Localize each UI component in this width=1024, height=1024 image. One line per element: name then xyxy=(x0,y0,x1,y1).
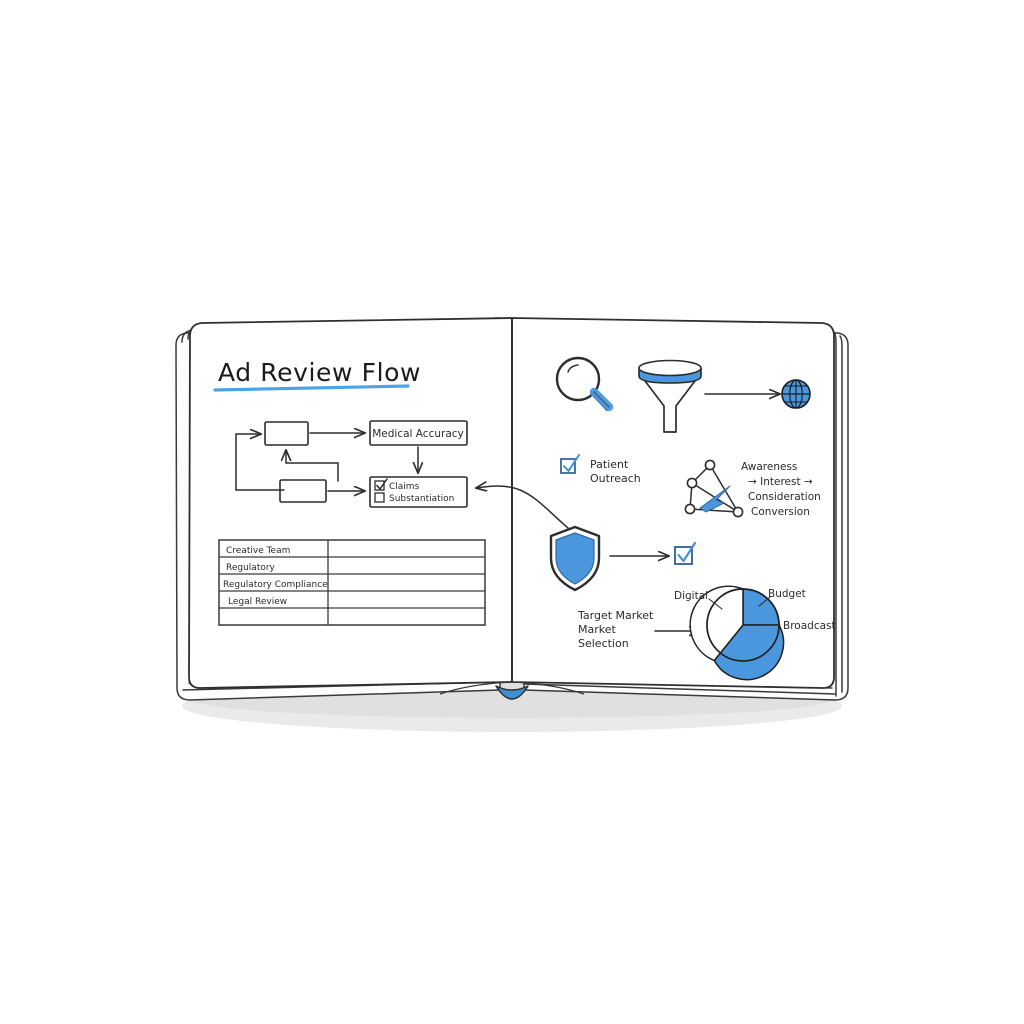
network-node xyxy=(684,503,696,515)
checkbox-substantiation[interactable] xyxy=(374,492,385,503)
flow-box-empty-bottom[interactable] xyxy=(279,479,327,503)
check-mark-icon xyxy=(376,478,388,490)
patient-outreach-label-line1: Patient xyxy=(590,458,629,471)
stage-label-conversion: Conversion xyxy=(751,506,810,518)
pie-label-budget: Budget xyxy=(768,588,806,600)
target-market-line3: Selection xyxy=(578,637,629,650)
checklist-label-substantiation: Substantiation xyxy=(389,494,454,504)
pie-label-digital: Digital xyxy=(674,590,708,602)
book-spine xyxy=(439,318,585,695)
globe-icon xyxy=(781,379,811,409)
network-node xyxy=(704,459,716,471)
target-market-line1: Target Market xyxy=(577,609,654,622)
page-title: Ad Review Flow xyxy=(218,358,421,387)
check-mark-icon xyxy=(677,541,697,563)
cursor-arrow-icon xyxy=(699,485,731,513)
checklist-label-claims: Claims xyxy=(389,482,420,492)
stage-label-interest: → Interest → xyxy=(748,476,813,488)
patient-outreach-label-line2: Outreach xyxy=(590,472,641,485)
pie-label-broadcast: Broadcast xyxy=(783,620,836,632)
check-mark-icon xyxy=(563,454,580,472)
table-row[interactable]: Legal Review xyxy=(228,597,287,607)
flow-box-empty-top[interactable] xyxy=(264,421,309,446)
leader-digital xyxy=(708,598,723,610)
stage-label-consideration: Consideration xyxy=(748,491,821,503)
pie-callouts xyxy=(708,596,781,626)
budget-pie-chart xyxy=(689,585,785,681)
flow-checklist-box[interactable]: Claims Substantiation xyxy=(369,476,468,508)
checkbox-approval[interactable] xyxy=(674,541,697,565)
flow-box-medical-accuracy[interactable]: Medical Accuracy xyxy=(369,420,468,446)
flow-connectors xyxy=(235,433,418,491)
table-cell-label: Legal Review xyxy=(228,597,287,607)
roles-table: Creative Team Regulatory Regulatory Comp… xyxy=(218,539,486,626)
connector-bottom-up-to-top xyxy=(286,450,339,482)
pie-slice-broadcast xyxy=(713,624,785,681)
leader-budget xyxy=(758,596,771,607)
table-cell-label: Regulatory Compliance xyxy=(223,580,328,590)
table-row[interactable]: Creative Team xyxy=(226,546,290,556)
title-underline xyxy=(213,384,410,392)
table-row[interactable]: Regulatory xyxy=(226,563,276,573)
magnifier-icon xyxy=(555,356,614,412)
flow-box-medical-accuracy-label: Medical Accuracy xyxy=(372,428,464,440)
pie-slice-digital xyxy=(689,585,744,662)
bookmark-ribbon xyxy=(495,685,529,700)
connector-shield-to-claims xyxy=(476,486,579,537)
checkbox-patient-outreach[interactable] xyxy=(560,454,580,474)
funnel-icon xyxy=(638,359,702,433)
network-diagram xyxy=(684,459,744,518)
table-row[interactable]: Regulatory Compliance xyxy=(223,580,328,590)
connector-loop-left xyxy=(235,434,261,491)
shield-icon xyxy=(549,525,601,592)
table-cell-label: Regulatory xyxy=(226,563,276,573)
target-market-line2: Market xyxy=(578,623,616,636)
stage-label-awareness: Awareness xyxy=(741,461,797,473)
network-node xyxy=(732,506,744,518)
network-node xyxy=(686,477,698,489)
table-cell-label: Creative Team xyxy=(226,546,290,556)
checkbox-claims[interactable] xyxy=(374,478,388,491)
